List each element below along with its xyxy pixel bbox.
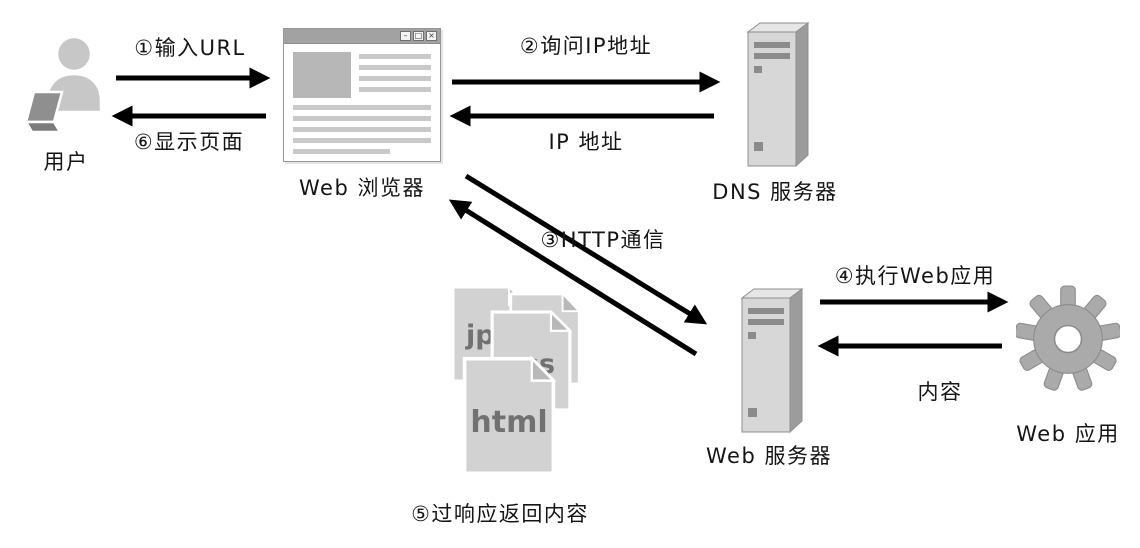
edge-label-step6: ⑥显示页面: [133, 130, 245, 154]
edge-label-content: 内容: [917, 380, 963, 404]
dns-server-icon: [738, 20, 812, 174]
close-icon: ×: [426, 31, 437, 41]
edge-label-step1: ①输入URL: [134, 36, 246, 60]
minimize-icon: –: [400, 31, 411, 41]
browser-window: – □ ×: [283, 28, 441, 162]
web-server-icon: [732, 286, 806, 440]
browser-titlebar: – □ ×: [284, 29, 440, 44]
node-label-webserver: Web 服务器: [706, 444, 832, 468]
arrow-step3-http-request: [464, 173, 708, 325]
node-label-dns: DNS 服务器: [712, 180, 838, 204]
browser-text-lines-long: [293, 105, 431, 154]
arrow-step3-http-response: [448, 199, 698, 357]
node-label-user: 用户: [43, 150, 89, 174]
edge-label-step3: ③HTTP通信: [540, 228, 666, 252]
user-icon: [22, 30, 108, 146]
edge-label-step4: ④执行Web应用: [834, 264, 996, 288]
node-label-browser: Web 浏览器: [299, 176, 425, 200]
browser-image-placeholder: [293, 52, 351, 98]
browser-content: [284, 44, 440, 160]
edge-label-step5: ⑤过响应返回内容: [411, 502, 589, 526]
browser-text-lines-short: [359, 52, 431, 98]
file-icon-html: html: [461, 355, 557, 477]
gear-icon: [1014, 284, 1122, 398]
file-label-html: html: [470, 405, 548, 440]
maximize-icon: □: [413, 31, 424, 41]
edge-label-step2: ②询问IP地址: [519, 34, 653, 58]
node-label-webapp: Web 应用: [1016, 422, 1120, 446]
edge-label-ip: IP 地址: [548, 130, 624, 154]
